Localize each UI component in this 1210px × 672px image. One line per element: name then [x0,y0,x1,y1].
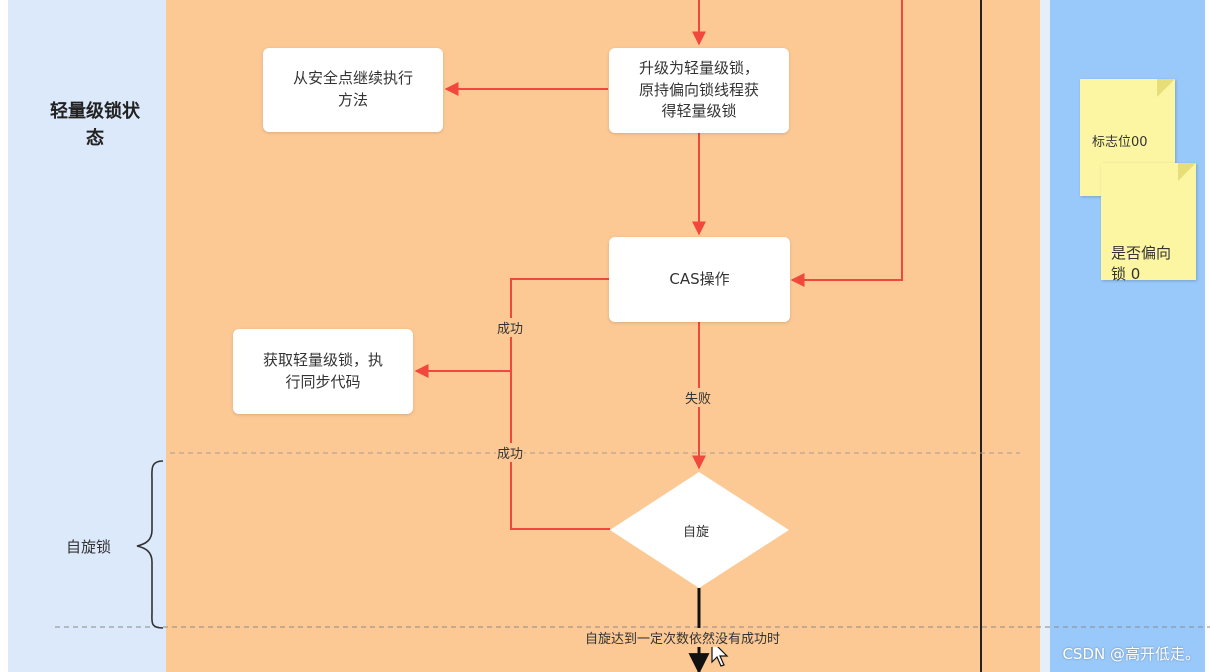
node-continue-from-safepoint: 从安全点继续执行 方法 [263,48,443,132]
edge-label-success-spin: 成功 [496,443,525,462]
edge-label-fail: 失败 [684,388,713,407]
node-spin-label: 自旋 [683,525,710,540]
note-fold-corner [1178,163,1196,181]
spin-lock-brace [136,460,164,629]
watermark: CSDN @高开低走。 [1062,645,1200,663]
node-cas-operation: CAS操作 [609,237,790,322]
spin-lock-label: 自旋锁 [66,538,112,556]
note-biased-lock-flag-text: 是否偏向 锁 0 [1111,243,1172,284]
note-fold-corner [1157,79,1175,97]
arrow-loop-into-cas [790,0,903,287]
lane-separator [1040,0,1050,672]
node-acquire-lightweight-lock: 获取轻量级锁，执 行同步代码 [233,329,413,414]
note-flag-bits-text: 标志位00 [1092,135,1148,150]
lane-title-lightweight-lock-state: 轻量级锁状 态 [50,101,140,149]
left-lane-background [8,0,166,672]
note-biased-lock-flag: 是否偏向 锁 0 [1101,163,1196,283]
mouse-cursor-icon [711,639,729,667]
node-upgrade-to-lightweight-lock: 升级为轻量级锁， 原持偏向锁线程获 得轻量级锁 [609,48,789,133]
spin-diamond [610,472,789,588]
edge-label-spin-limit: 自旋达到一定次数依然没有成功时 [584,628,782,647]
arrow-spin-success [510,371,610,530]
edge-label-success-cas: 成功 [496,318,525,337]
